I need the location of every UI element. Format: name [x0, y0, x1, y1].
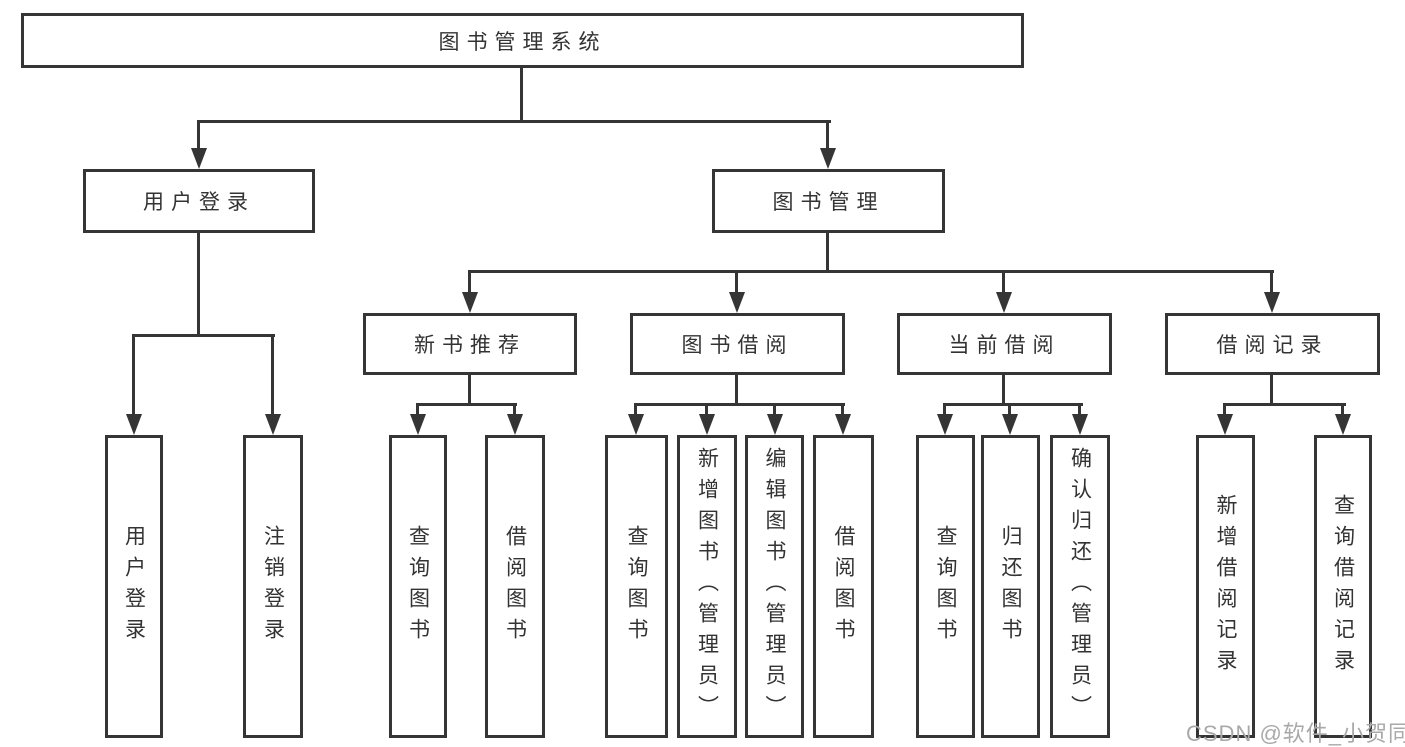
connector-line	[735, 375, 738, 405]
connector-line	[132, 334, 275, 337]
arrowhead-icon	[628, 414, 644, 435]
connector-line	[1002, 375, 1005, 405]
node-user-login: 用户登录	[83, 169, 315, 233]
leaf-recommend-query-books: 查询图书	[389, 435, 447, 738]
connector-line	[416, 403, 419, 417]
leaf-current-query-books: 查询图书	[916, 435, 975, 738]
leaf-borrow-edit-books-admin: 编辑图书（管理员）	[745, 435, 804, 738]
connector-line	[520, 68, 523, 123]
connector-line	[197, 120, 200, 152]
connector-line	[1008, 403, 1011, 417]
connector-line	[1270, 270, 1273, 294]
connector-line	[416, 403, 517, 406]
connector-line	[513, 403, 516, 417]
connector-line	[1223, 403, 1226, 417]
arrowhead-icon	[996, 292, 1012, 313]
node-book-management: 图书管理	[712, 169, 945, 233]
leaf-logout: 注销登录	[243, 435, 303, 738]
arrowhead-icon	[410, 414, 426, 435]
connector-line	[271, 334, 274, 416]
leaf-current-confirm-return-admin: 确认归还（管理员）	[1050, 435, 1110, 738]
leaf-user-login: 用户登录	[105, 435, 163, 738]
csdn-watermark: CSDN @软件_小贺同学	[1186, 721, 1405, 746]
arrowhead-icon	[462, 292, 478, 313]
connector-line	[1002, 270, 1005, 294]
connector-line	[197, 120, 831, 123]
arrowhead-icon	[820, 148, 836, 169]
arrowhead-icon	[1264, 292, 1280, 313]
arrowhead-icon	[699, 414, 715, 435]
arrowhead-icon	[1072, 414, 1088, 435]
connector-line	[1270, 375, 1273, 405]
connector-line	[943, 403, 1083, 406]
arrowhead-icon	[937, 414, 953, 435]
arrowhead-icon	[126, 414, 142, 435]
connector-line	[468, 270, 471, 294]
connector-line	[943, 403, 946, 417]
connector-line	[468, 375, 471, 405]
connector-line	[634, 403, 845, 406]
node-book-borrowing: 图书借阅	[630, 313, 845, 375]
node-borrowing-records: 借阅记录	[1165, 313, 1380, 375]
arrowhead-icon	[265, 414, 281, 435]
leaf-borrow-add-books-admin: 新增图书（管理员）	[677, 435, 737, 738]
leaf-current-return-books: 归还图书	[981, 435, 1040, 738]
node-current-borrowing: 当前借阅	[897, 313, 1112, 375]
connector-line	[735, 270, 738, 294]
connector-line	[468, 270, 1274, 273]
connector-line	[826, 233, 829, 272]
connector-line	[773, 403, 776, 417]
arrowhead-icon	[729, 292, 745, 313]
connector-line	[634, 403, 637, 417]
leaf-records-add-record: 新增借阅记录	[1196, 435, 1255, 738]
connector-line	[1078, 403, 1081, 417]
connector-line	[705, 403, 708, 417]
arrowhead-icon	[835, 414, 851, 435]
connector-line	[197, 233, 200, 336]
connector-line	[841, 403, 844, 417]
arrowhead-icon	[767, 414, 783, 435]
connector-line	[132, 334, 135, 416]
leaf-borrow-borrow-books: 借阅图书	[813, 435, 874, 738]
connector-line	[826, 120, 829, 152]
leaf-borrow-query-books: 查询图书	[605, 435, 668, 738]
connector-line	[1223, 403, 1346, 406]
arrowhead-icon	[1217, 414, 1233, 435]
arrowhead-icon	[1002, 414, 1018, 435]
connector-line	[1341, 403, 1344, 417]
arrowhead-icon	[507, 414, 523, 435]
leaf-records-query-record: 查询借阅记录	[1314, 435, 1372, 738]
arrowhead-icon	[1335, 414, 1351, 435]
arrowhead-icon	[191, 148, 207, 169]
node-library-management-system: 图书管理系统	[21, 13, 1024, 68]
node-new-book-recommend: 新书推荐	[363, 313, 577, 375]
leaf-recommend-borrow-books: 借阅图书	[485, 435, 545, 738]
